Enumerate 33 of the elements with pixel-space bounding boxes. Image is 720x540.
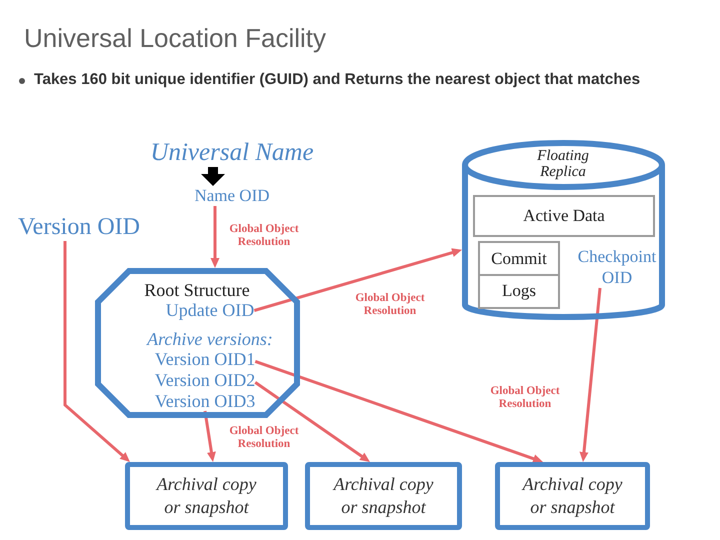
oid-label: Version OID <box>18 213 140 241</box>
process-box <box>478 241 560 309</box>
node-heading: Root Structure <box>144 281 250 300</box>
process-box <box>305 462 462 530</box>
connector-arrow <box>210 206 220 268</box>
bullet-text: Takes 160 bit unique identifier (GUID) and Returns the nearest object that matches <box>34 71 640 89</box>
process-box <box>473 195 655 237</box>
process-box <box>125 462 288 530</box>
oid-label: Update OID <box>166 301 254 320</box>
list-heading: Archive versions: <box>147 330 273 349</box>
connector-arrow <box>254 381 370 462</box>
box-label: Archival copy or snapshot <box>332 473 434 519</box>
cylinder-label: Floating Replica <box>536 148 590 180</box>
block-arrow <box>201 167 225 186</box>
oid-label: Version OID3 <box>154 392 256 411</box>
process-box <box>495 462 650 530</box>
connector-arrow <box>254 360 543 463</box>
box-label: Commit Logs <box>490 248 548 302</box>
oid-label: Name OID <box>194 186 270 206</box>
box-label: Archival copy or snapshot <box>520 473 624 519</box>
name-label: Universal Name <box>150 138 314 167</box>
oid-label: Checkpoint OID <box>575 246 659 288</box>
box-label: Active Data <box>523 206 605 226</box>
connector-arrow <box>64 241 130 462</box>
connector-arrow <box>204 410 216 462</box>
slide-title: Universal Location Facility <box>24 23 326 54</box>
cylinder-node <box>462 140 665 320</box>
box-label: Archival copy or snapshot <box>154 473 258 519</box>
octagon-node <box>95 268 300 418</box>
connector-arrow <box>580 288 602 462</box>
oid-label: Version OID2 <box>154 371 256 390</box>
oid-label: Version OID1 <box>154 350 256 369</box>
connector-arrow <box>254 248 462 312</box>
